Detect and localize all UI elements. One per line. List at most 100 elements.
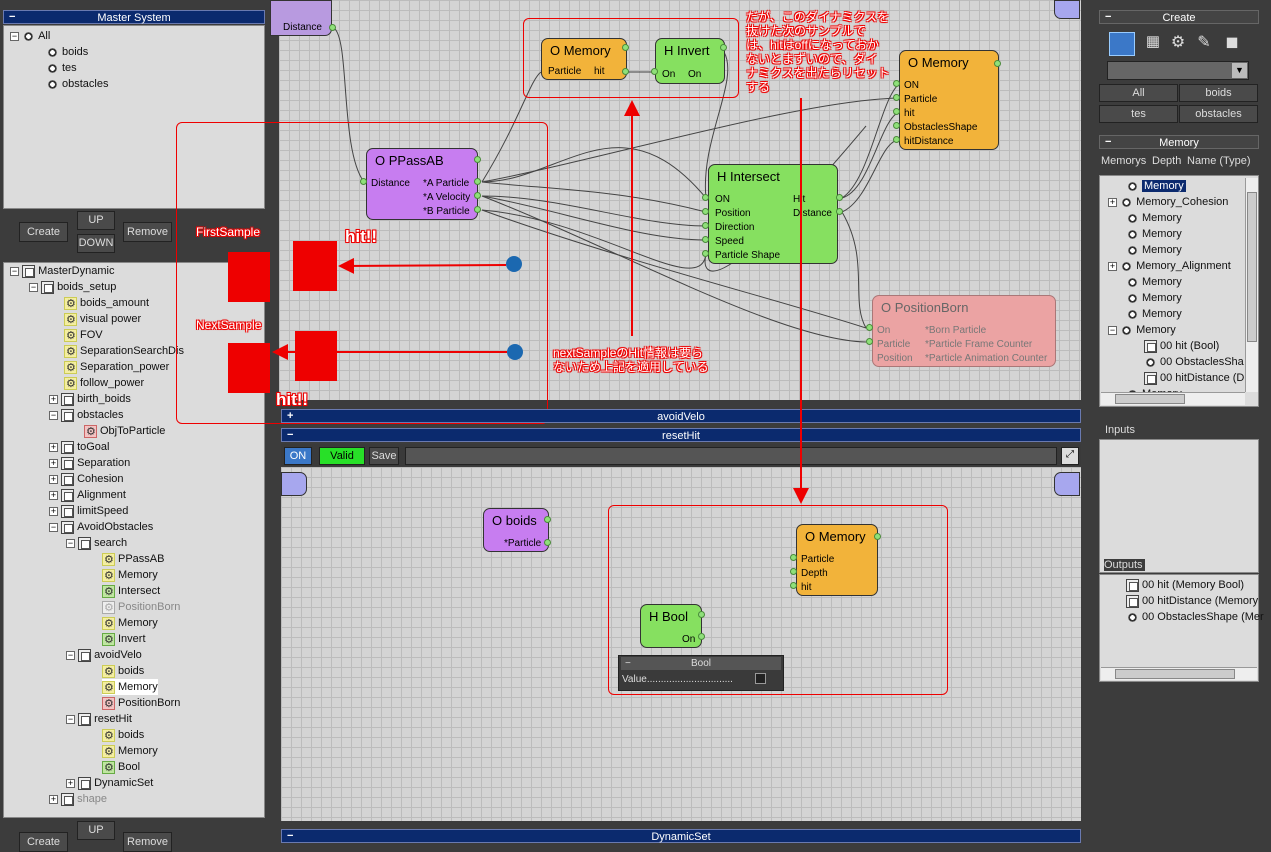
expand-icon[interactable]: + bbox=[49, 457, 58, 468]
invert-node[interactable]: H Invert On On bbox=[655, 38, 725, 84]
tree-item[interactable]: PPassAB bbox=[102, 551, 164, 568]
port-dot[interactable] bbox=[544, 516, 551, 523]
system-item-boids[interactable]: boids bbox=[46, 44, 88, 60]
port-dot[interactable] bbox=[874, 533, 881, 540]
collapse-icon[interactable]: − bbox=[10, 30, 19, 41]
port-dot[interactable] bbox=[866, 324, 873, 331]
collapse-icon[interactable]: − bbox=[66, 537, 75, 548]
collapse-icon[interactable]: − bbox=[66, 713, 75, 724]
port-dot[interactable] bbox=[720, 44, 727, 51]
remove-button[interactable]: Remove bbox=[123, 222, 172, 242]
port-dot[interactable] bbox=[474, 156, 481, 163]
port-dot[interactable] bbox=[702, 236, 709, 243]
tree-item[interactable]: Intersect bbox=[102, 583, 160, 600]
tree-item-selected[interactable]: Memory bbox=[102, 679, 158, 696]
port-dot[interactable] bbox=[893, 80, 900, 87]
tree-item[interactable]: boids_amount bbox=[64, 295, 149, 312]
port-dot[interactable] bbox=[474, 192, 481, 199]
collapse-icon[interactable]: − bbox=[1108, 324, 1117, 335]
tree-item-togoal[interactable]: + toGoal bbox=[49, 440, 110, 454]
memory-list-item[interactable]: 00 ObstaclesSha bbox=[1144, 354, 1244, 370]
collapse-icon[interactable]: − bbox=[10, 265, 19, 276]
memory-list-item[interactable]: Memory bbox=[1126, 306, 1182, 322]
expand-icon[interactable]: + bbox=[1108, 196, 1117, 207]
port-dot[interactable] bbox=[698, 611, 705, 618]
bool-value-checkbox[interactable] bbox=[755, 673, 766, 684]
memory-node-3[interactable]: O Memory Particle Depth hit bbox=[796, 524, 878, 596]
memory-list-item[interactable]: Memory bbox=[1126, 210, 1182, 226]
create-dropdown[interactable]: ▼ bbox=[1107, 61, 1249, 80]
tree-item[interactable]: Bool bbox=[102, 759, 140, 776]
partial-input-node[interactable]: Distance bbox=[270, 0, 332, 36]
tree-item[interactable]: Memory bbox=[102, 743, 158, 760]
memory-list-item[interactable]: 00 hit (Bool) bbox=[1144, 338, 1219, 354]
tree-item-limitspeed[interactable]: + limitSpeed bbox=[49, 504, 129, 518]
scroll-thumb[interactable] bbox=[1115, 669, 1235, 679]
port-dot[interactable] bbox=[790, 568, 797, 575]
port-dot[interactable] bbox=[474, 206, 481, 213]
graph-name-input[interactable] bbox=[405, 447, 1057, 465]
expand-icon[interactable]: + bbox=[1108, 260, 1117, 271]
expand-icon[interactable]: + bbox=[49, 505, 58, 516]
memory-list-item[interactable]: Memory bbox=[1126, 290, 1182, 306]
outputs-hscrollbar[interactable] bbox=[1101, 667, 1257, 680]
memory-list-item[interactable]: Memory bbox=[1126, 242, 1182, 258]
tree-item[interactable]: follow_power bbox=[64, 375, 144, 392]
gear-icon[interactable]: ⚙ bbox=[1170, 34, 1186, 51]
tree-item[interactable]: PositionBorn bbox=[102, 695, 180, 712]
tree-item-separation[interactable]: + Separation bbox=[49, 456, 131, 470]
port-dot[interactable] bbox=[790, 554, 797, 561]
port-dot[interactable] bbox=[790, 582, 797, 589]
partial-input-node[interactable] bbox=[281, 472, 307, 496]
port-dot[interactable] bbox=[893, 136, 900, 143]
collapse-icon[interactable]: − bbox=[29, 281, 38, 292]
output-item[interactable]: 00 hit (Memory Bool) bbox=[1126, 577, 1244, 593]
maximize-icon[interactable]: ⤢ bbox=[1061, 447, 1079, 465]
expand-icon[interactable]: + bbox=[49, 473, 58, 484]
ppassab-node[interactable]: O PPassAB Distance *A Particle *A Veloci… bbox=[366, 148, 478, 220]
create-button[interactable]: Create bbox=[19, 222, 68, 242]
tree-item[interactable]: FOV bbox=[64, 327, 103, 344]
memory-node-2[interactable]: O Memory ON Particle hit ObstaclesShape … bbox=[899, 50, 999, 150]
avoidvelo-section-header[interactable]: +avoidVelo bbox=[281, 409, 1081, 423]
memory-list-item[interactable]: Memory bbox=[1126, 226, 1182, 242]
tree-item[interactable]: boids bbox=[102, 727, 144, 744]
tree-item-cohesion[interactable]: + Cohesion bbox=[49, 472, 124, 486]
tree-item[interactable]: Memory bbox=[102, 615, 158, 632]
collapse-icon[interactable]: − bbox=[49, 409, 58, 420]
distance-out-port[interactable] bbox=[329, 24, 336, 31]
port-dot[interactable] bbox=[622, 68, 629, 75]
tab-all[interactable]: All bbox=[1099, 84, 1178, 102]
tab-boids[interactable]: boids bbox=[1179, 84, 1258, 102]
column-memorys[interactable]: Memorys bbox=[1101, 155, 1147, 167]
port-dot[interactable] bbox=[702, 208, 709, 215]
tree-item-avoidvelo[interactable]: − avoidVelo bbox=[66, 648, 142, 662]
tree-item[interactable]: Separation_power bbox=[64, 359, 169, 376]
port-dot[interactable] bbox=[994, 60, 1001, 67]
positionborn-node[interactable]: O PositionBorn On Particle Position *Bor… bbox=[872, 295, 1056, 367]
tree-item-avoidobstacles[interactable]: − AvoidObstacles bbox=[49, 520, 154, 534]
system-item-obstacles[interactable]: obstacles bbox=[46, 76, 108, 92]
save-button[interactable]: Save bbox=[369, 447, 399, 465]
output-icon[interactable]: ▦ bbox=[1145, 33, 1161, 50]
tree-item-alignment[interactable]: + Alignment bbox=[49, 488, 126, 502]
port-dot[interactable] bbox=[702, 250, 709, 257]
scroll-thumb[interactable] bbox=[1115, 394, 1185, 404]
port-dot[interactable] bbox=[698, 633, 705, 640]
bool-node[interactable]: H Bool On bbox=[640, 604, 702, 648]
tree-item[interactable]: boids bbox=[102, 663, 144, 680]
memory-list-item[interactable]: Memory bbox=[1126, 274, 1182, 290]
column-name-type[interactable]: Name (Type) bbox=[1187, 155, 1251, 167]
partial-output-node[interactable] bbox=[1054, 472, 1080, 496]
on-toggle[interactable]: ON bbox=[284, 447, 312, 465]
port-dot[interactable] bbox=[836, 194, 843, 201]
memory-node-1[interactable]: O Memory Particle hit bbox=[541, 38, 627, 80]
resethit-section-header[interactable]: −resetHit bbox=[281, 428, 1081, 442]
chevron-down-icon[interactable]: ▼ bbox=[1232, 63, 1247, 78]
up-button[interactable]: UP bbox=[77, 211, 115, 230]
port-dot[interactable] bbox=[866, 338, 873, 345]
memory-list-item[interactable]: 00 hitDistance (D bbox=[1144, 370, 1244, 386]
create-operator-icon[interactable] bbox=[1109, 32, 1135, 56]
expand-icon[interactable]: + bbox=[66, 777, 75, 788]
expand-icon[interactable]: + bbox=[49, 489, 58, 500]
